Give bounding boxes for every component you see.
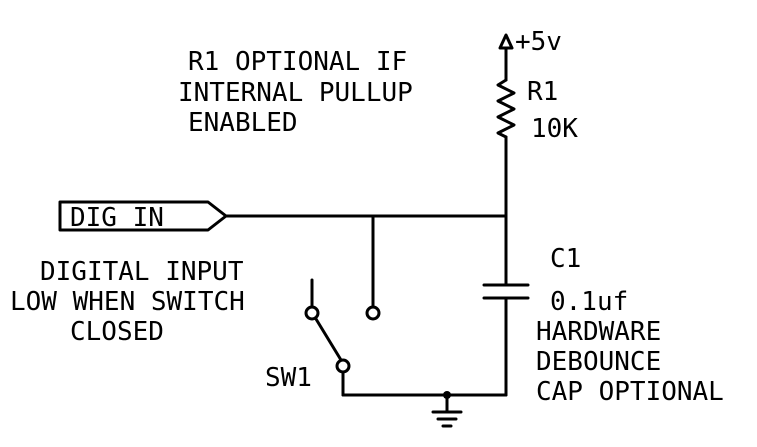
cap-note-line-3: CAP OPTIONAL: [536, 377, 724, 407]
resistor-ref-label: R1: [527, 77, 558, 107]
switch-pivot-top: [304, 305, 320, 321]
switch-note-line-3: CLOSED: [70, 317, 164, 347]
r1-note-line-3: ENABLED: [188, 108, 298, 138]
r1-note-line-2: INTERNAL PULLUP: [178, 78, 413, 108]
power-supply-symbol: [498, 33, 514, 82]
switch-blade: [314, 317, 343, 362]
dig-in-port-symbol: [58, 200, 228, 232]
switch-contact-terminal: [365, 305, 381, 321]
power-arrow-icon: [498, 33, 514, 50]
cap-note-line-1: HARDWARE: [536, 317, 661, 347]
switch-note-line-2: LOW WHEN SWITCH: [10, 287, 245, 317]
dig-in-port-label: DIG IN: [70, 203, 164, 233]
resistor-value-label: 10K: [531, 114, 578, 144]
switch-pivot-bottom: [335, 358, 351, 374]
cap-note-line-2: DEBOUNCE: [536, 347, 661, 377]
ground-icon: [431, 393, 463, 428]
switch-ref-label: SW1: [265, 363, 312, 393]
r1-note-line-1: R1 OPTIONAL IF: [188, 47, 407, 77]
capacitor-ref-label: C1: [550, 244, 581, 274]
switch-sw1-symbol: [304, 278, 351, 397]
switch-note-line-1: DIGITAL INPUT: [40, 257, 244, 287]
capacitor-value-label: 0.1uf: [550, 287, 628, 317]
resistor-r1-symbol: [496, 78, 516, 139]
power-label: +5v: [515, 27, 562, 57]
capacitor-c1-symbol: [482, 283, 530, 300]
